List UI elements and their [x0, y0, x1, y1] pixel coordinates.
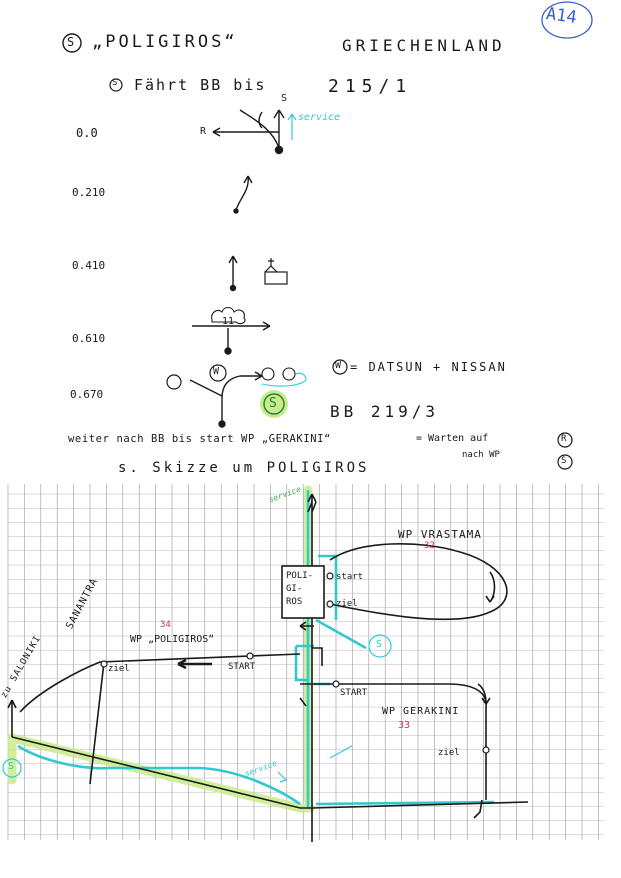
stage-name-gerakini: WP GERAKINI [382, 706, 460, 717]
stage-name-vrastama: WP VRASTAMA [398, 528, 482, 541]
r-circle [166, 374, 182, 390]
stage-circle [62, 33, 82, 53]
distance-2: 0.410 [72, 259, 106, 272]
sketch-service-circle-label-2: S [8, 761, 15, 772]
dealer-legend-w: W [335, 360, 342, 371]
dealer-marker-w: W [213, 366, 220, 377]
church-icon [264, 258, 288, 285]
route-instruction: weiter nach BB bis start WP „GERAKINI“ [68, 433, 332, 445]
turn-diagram-5 [189, 371, 263, 428]
highlight-roads [7, 485, 315, 813]
dealer-note: = DATSUN + NISSAN [350, 360, 507, 374]
poligiros-finish: ziel [108, 664, 130, 674]
intro-marker: S [112, 78, 118, 88]
service-loop [261, 372, 307, 387]
sketch-heading: s. Skizze um POLIGIROS [118, 460, 370, 476]
wait-marker-2: S [561, 456, 567, 466]
wait-marker: R [561, 434, 567, 444]
vrastama-finish: ziel [336, 599, 358, 609]
page-badge: A14 [544, 3, 578, 29]
town-box-line-3: ROS [286, 597, 303, 607]
wait-circle-r [557, 432, 573, 448]
stage-marker: S [67, 35, 75, 49]
distance-4: 0.670 [70, 388, 104, 401]
turn-diagram-3 [228, 255, 238, 292]
country-label: GRIECHENLAND [342, 36, 506, 55]
stage-number-32: 32 [424, 541, 435, 551]
turn-label-r: R [200, 126, 207, 137]
sketch-service-circle-label-1: S [376, 639, 383, 650]
vrastama-start: start [336, 572, 364, 582]
distance-3: 0.610 [72, 332, 106, 345]
stage-points [100, 572, 490, 754]
gerakini-start: START [340, 688, 368, 698]
sketch-service-circle-2 [2, 758, 22, 778]
service-dash [329, 745, 353, 759]
page-badge-circle [541, 1, 593, 39]
intro-circle [109, 78, 123, 92]
end-ref: BB 219/3 [330, 402, 440, 421]
r-small-circle [282, 367, 296, 381]
wait-circle-s [557, 454, 573, 470]
sketch-service-circle-1 [368, 634, 392, 658]
town-box-label: POLI- GI- ROS [286, 570, 314, 609]
stage-number-34: 34 [160, 620, 171, 630]
bridge-number: 11 [222, 316, 235, 327]
turn-diagram-2 [233, 175, 253, 214]
poligiros-start: START [228, 662, 256, 672]
road-network [7, 493, 529, 842]
wait-note: = Warten auf [416, 433, 489, 444]
gerakini-finish: ziel [438, 748, 460, 758]
distance-0: 0.0 [76, 126, 98, 140]
town-box-line-2: GI- [286, 584, 303, 594]
s-small-circle [261, 367, 275, 381]
w-circle [209, 364, 227, 382]
service-hook [277, 771, 288, 783]
distance-1: 0.210 [72, 186, 106, 199]
stage-name-poligiros: WP „POLIGIROS“ [130, 634, 215, 645]
turn-diagram-1 [212, 109, 285, 155]
w-legend-circle [332, 359, 348, 375]
stage-number-33: 33 [398, 720, 411, 731]
town-box-line-1: POLI- [286, 571, 314, 581]
route-intro: Fährt BB bis [134, 76, 267, 94]
turn-diagram-4 [192, 306, 271, 355]
service-note: service [298, 112, 341, 123]
service-arrow-1 [287, 113, 297, 140]
start-ref: 215/1 [328, 76, 413, 97]
wait-note-2: nach WP [462, 450, 500, 460]
service-marker: S [269, 396, 277, 411]
page-title: „POLIGIROS“ [92, 32, 238, 52]
service-circle [263, 393, 285, 415]
turn-label-s: S [281, 93, 288, 104]
